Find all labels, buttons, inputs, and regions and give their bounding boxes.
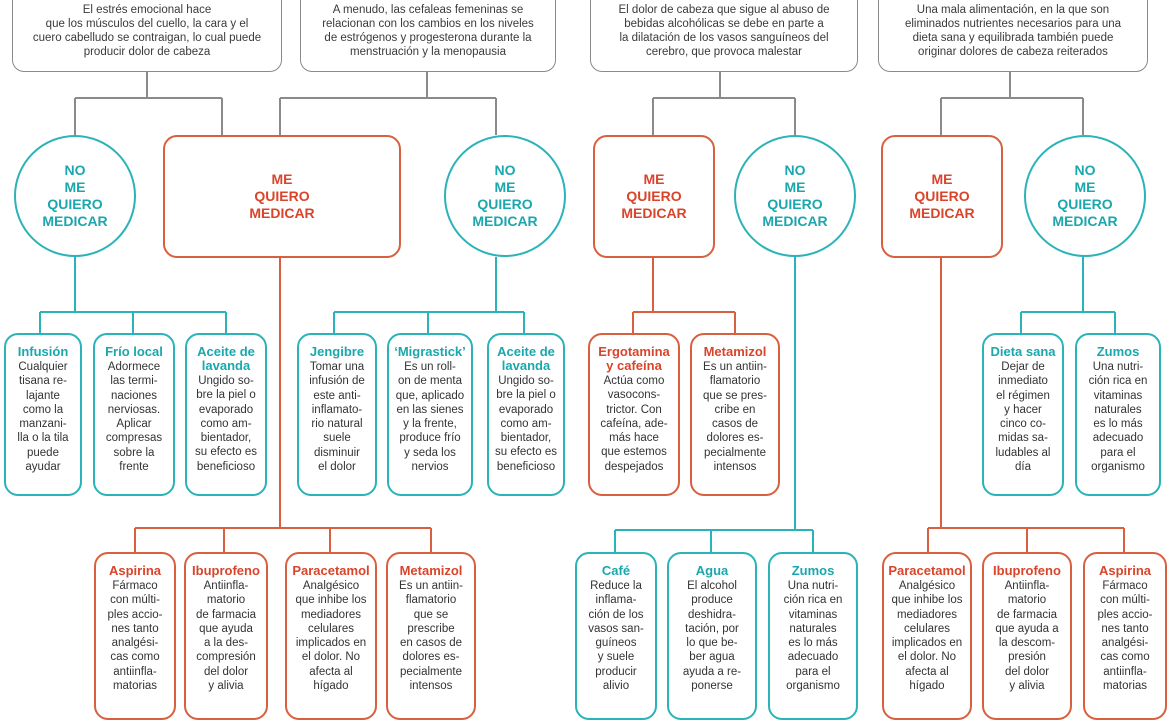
remedy-title: Zumos (791, 563, 835, 578)
no-medicar-circle: NO ME QUIERO MEDICAR (1024, 135, 1146, 257)
cause-text: A menudo, las cefaleas femeninas se rela… (322, 4, 534, 58)
drug-title: Paracetamol (888, 563, 966, 578)
drug-card-metamizol: Metamizol Es un antiin- flamatorio que se… (690, 333, 780, 496)
drug-title: Ergotamina y cafeína (598, 344, 670, 373)
cause-box-hormones: A menudo, las cefaleas femeninas se rela… (300, 0, 556, 72)
drug-text: Es un antiin- flamatorio que se prescrib… (399, 580, 463, 693)
no-medicar-circle: NO ME QUIERO MEDICAR (444, 135, 566, 257)
remedy-text: Una nutri- ción rica en vitaminas natura… (1088, 361, 1148, 474)
drug-title: Metamizol (399, 563, 463, 578)
drug-text: Fármaco con múlti- ples accio- nes tanto… (1097, 580, 1153, 693)
remedy-text: Una nutri- ción rica en vitaminas natura… (783, 580, 843, 693)
remedy-text: Ungido so- bre la piel o evaporado como … (494, 375, 557, 473)
remedy-title: Café (601, 563, 631, 578)
drug-title: Metamizol (703, 344, 767, 359)
drug-text: Actúa como vasocons- trictor. Con cafeín… (600, 375, 668, 473)
medicar-box: ME QUIERO MEDICAR (881, 135, 1003, 258)
cause-text: El dolor de cabeza que sigue al abuso de… (618, 4, 830, 58)
remedy-text: Adormece las termi- naciones nerviosas. … (105, 361, 163, 474)
cause-box-stress: El estrés emocional hace que los músculo… (12, 0, 282, 72)
drug-title: Ibuprofeno (192, 563, 260, 578)
remedy-text: El alcohol produce deshidra- tación, por… (682, 580, 742, 693)
drug-title: Aspirina (1098, 563, 1151, 578)
remedy-title: ‘Migrastick’ (394, 344, 466, 359)
remedy-text: Es un roll- on de menta que, aplicado en… (395, 361, 465, 474)
drug-text: Analgésico que inhibe los mediadores cel… (295, 580, 367, 693)
drug-text: Antiinfla- matorio de farmacia que ayuda… (195, 580, 257, 693)
cause-text: El estrés emocional hace que los músculo… (32, 4, 262, 58)
remedy-text: Ungido so- bre la piel o evaporado como … (194, 375, 257, 473)
remedy-title: Frío local (105, 344, 163, 359)
remedy-text: Tomar una infusión de este anti- inflama… (309, 361, 365, 474)
drug-text: Es un antiin- flamatorio que se pres- cr… (703, 361, 767, 474)
remedy-title: Dieta sana (990, 344, 1056, 359)
remedy-title: Jengibre (309, 344, 365, 359)
drug-title: Aspirina (108, 563, 161, 578)
teal-connectors (39, 257, 1116, 552)
no-medicar-circle: NO ME QUIERO MEDICAR (14, 135, 136, 257)
drug-text: Antiinfla- matorio de farmacia que ayuda… (995, 580, 1059, 693)
cause-box-alcohol: El dolor de cabeza que sigue al abuso de… (590, 0, 858, 72)
remedy-text: Dejar de inmediato el régimen y hacer ci… (995, 361, 1051, 474)
top-connectors (74, 72, 1084, 135)
drug-text: Fármaco con múlti- ples accio- nes tanto… (107, 580, 163, 693)
no-medicar-circle: NO ME QUIERO MEDICAR (734, 135, 856, 257)
remedy-text: Cualquier tisana re- lajante como la man… (17, 361, 69, 474)
remedy-card-agua: Agua El alcohol produce deshidra- tación,… (667, 552, 757, 720)
red-connectors (134, 258, 1125, 552)
drug-title: Paracetamol (292, 563, 370, 578)
remedy-title: Zumos (1096, 344, 1140, 359)
cause-text: Una mala alimentación, en la que son eli… (904, 4, 1122, 58)
medicar-box: ME QUIERO MEDICAR (593, 135, 715, 258)
drug-card-metamizol-2: Metamizol Es un antiin- flamatorio que se… (386, 552, 476, 720)
remedy-title: Infusión (17, 344, 69, 359)
cause-box-diet: Una mala alimentación, en la que son eli… (878, 0, 1148, 72)
remedy-card-migrastick: ‘Migrastick’ Es un roll- on de menta que,… (387, 333, 473, 496)
remedy-title: Agua (695, 563, 729, 578)
drug-title: Ibuprofeno (993, 563, 1061, 578)
remedy-title: Aceite de lavanda (197, 344, 255, 373)
medicar-box: ME QUIERO MEDICAR (163, 135, 401, 258)
remedy-title: Aceite de lavanda (497, 344, 555, 373)
drug-text: Analgésico que inhibe los mediadores cel… (891, 580, 963, 693)
remedy-text: Reduce la inflama- ción de los vasos san… (588, 580, 644, 693)
